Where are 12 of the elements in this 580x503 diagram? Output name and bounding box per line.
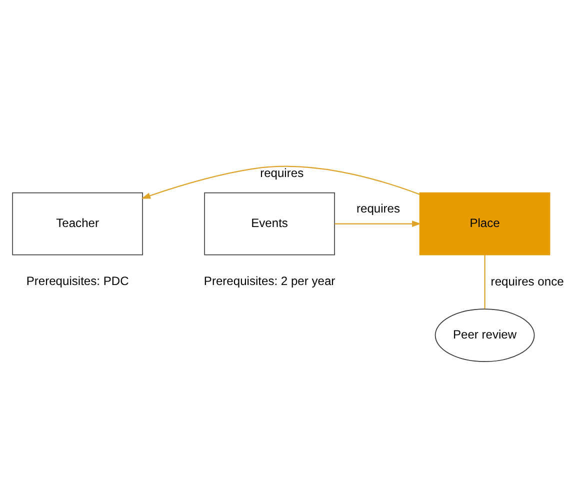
node-box: Events — [204, 192, 335, 255]
edge-label: requires — [356, 200, 400, 215]
arrow — [141, 165, 420, 198]
node-ellipse: Peer review — [434, 308, 535, 362]
arrow — [334, 220, 422, 226]
edge-label: requires — [260, 166, 304, 180]
connector — [484, 254, 486, 308]
node-box: Place — [419, 192, 550, 255]
edge-label: requires once — [490, 274, 564, 288]
node-label: Prerequisites: PDC — [26, 274, 129, 288]
node-label: Prerequisites: 2 per year — [204, 274, 336, 288]
node-box: Teacher — [12, 192, 143, 255]
